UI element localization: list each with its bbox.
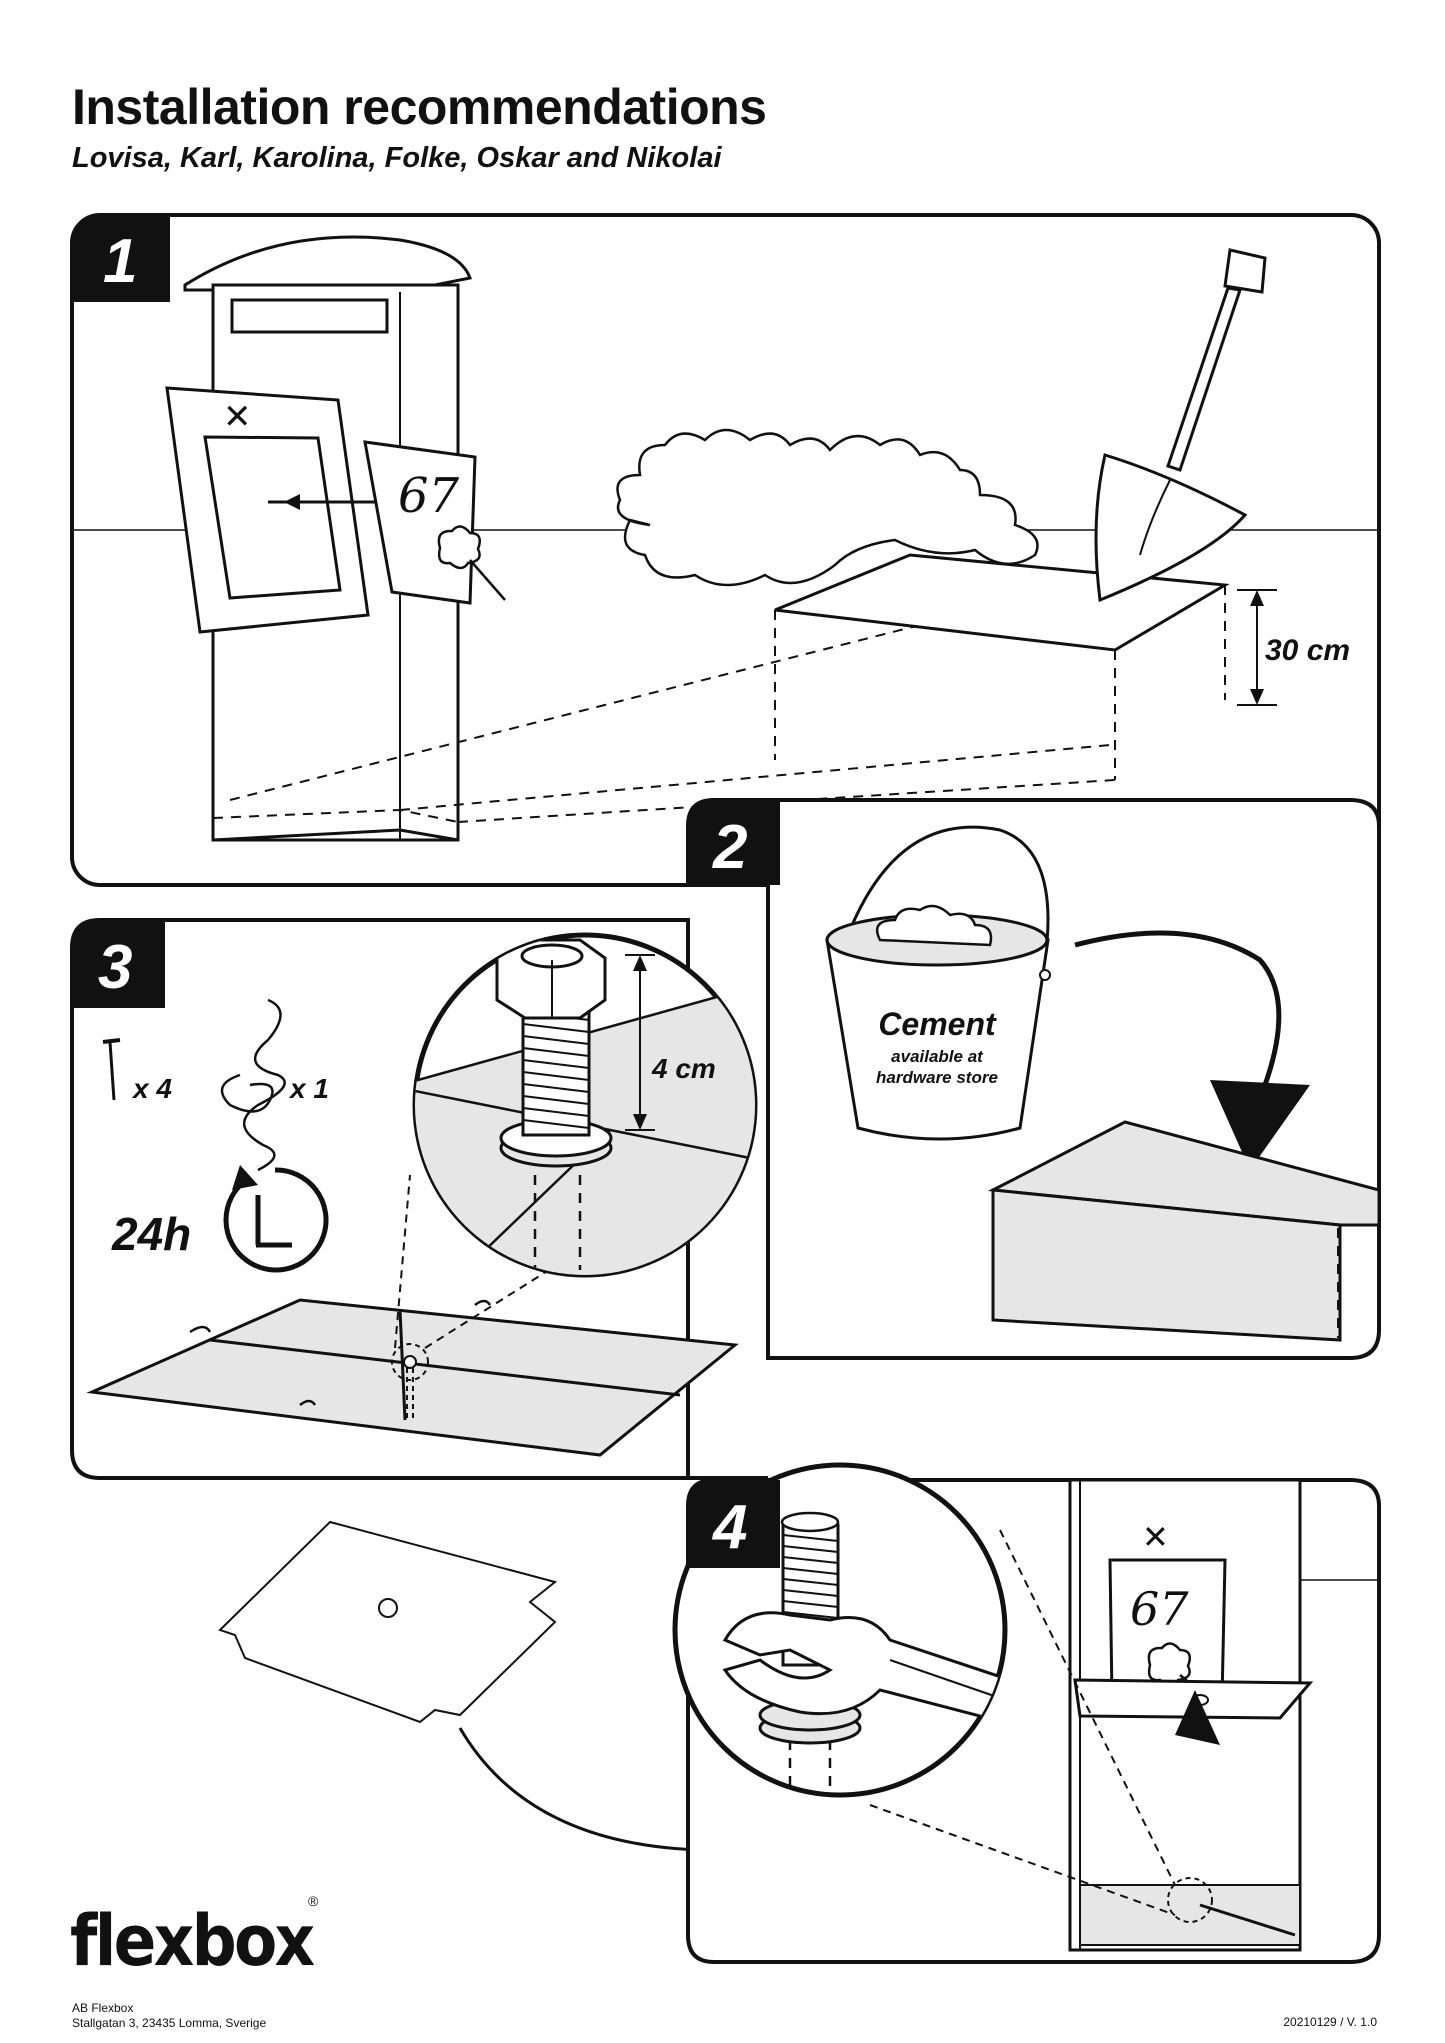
wire-count: x 1 bbox=[288, 1073, 329, 1104]
step-2-badge bbox=[688, 800, 780, 885]
wire-icon bbox=[242, 998, 286, 1172]
depth-label: 30 cm bbox=[1265, 634, 1350, 667]
step-2-number: 2 bbox=[712, 813, 747, 882]
depth-dimension: 30 cm bbox=[1237, 589, 1350, 706]
company-name: AB Flexbox bbox=[72, 2001, 134, 2015]
bolt-detail-circle: 4 cm bbox=[412, 932, 758, 1278]
registered-mark: ® bbox=[308, 1893, 319, 1909]
bolt-height-label: 4 cm bbox=[651, 1053, 716, 1084]
panel-step-4: ✕ 67 bbox=[672, 1462, 1381, 1964]
step-1-badge bbox=[72, 215, 170, 302]
step-1-number: 1 bbox=[103, 227, 137, 296]
flexbox-logo: flexbox bbox=[70, 1900, 315, 1982]
mailbox-number-label-step4: 67 bbox=[1130, 1582, 1189, 1636]
cement-line2: hardware store bbox=[876, 1068, 998, 1087]
step-4-badge bbox=[688, 1480, 780, 1568]
clock-icon bbox=[223, 1165, 329, 1273]
document-version: 20210129 / V. 1.0 bbox=[1283, 2015, 1377, 2029]
cement-title: Cement bbox=[878, 1006, 997, 1042]
panel-step-2: Cement available at hardware store 2 bbox=[686, 798, 1381, 1360]
panel-step-3: x 4 x 1 24h bbox=[70, 918, 768, 1480]
company-address: Stallgatan 3, 23435 Lomma, Sverige bbox=[72, 2016, 267, 2030]
cement-line1: available at bbox=[891, 1047, 984, 1066]
nail-icon bbox=[102, 1038, 121, 1101]
cement-bucket-drawing: Cement available at hardware store bbox=[825, 825, 1051, 1141]
wrench-detail-circle bbox=[672, 1462, 1008, 1798]
step-3-badge bbox=[72, 920, 165, 1008]
mailbox-number-label: 67 bbox=[398, 468, 460, 524]
shovel-drawing bbox=[1094, 248, 1267, 603]
base-plate-drawing bbox=[86, 1298, 739, 1457]
page-title: Installation recommendations bbox=[72, 79, 767, 135]
mailbox-drawing: ✕ 67 bbox=[165, 235, 506, 842]
insert-arrow-icon bbox=[1175, 1690, 1220, 1745]
step-3-number: 3 bbox=[98, 933, 132, 1002]
company-address-block: AB Flexbox Stallgatan 3, 23435 Lomma, Sv… bbox=[72, 2001, 266, 2031]
nails-count: x 4 bbox=[131, 1073, 172, 1104]
pour-arrow-icon bbox=[1210, 1080, 1310, 1170]
cure-time-label: 24h bbox=[111, 1208, 191, 1260]
cross-mark-icon: ✕ bbox=[1142, 1518, 1169, 1556]
step-4-number: 4 bbox=[711, 1493, 747, 1562]
flower-icon bbox=[437, 525, 481, 570]
cross-mark-icon: ✕ bbox=[223, 397, 252, 437]
panel-step-1: ✕ 67 bbox=[70, 213, 1381, 887]
page-subtitle: Lovisa, Karl, Karolina, Folke, Oskar and… bbox=[72, 142, 722, 174]
cement-block-drawing bbox=[987, 1120, 1381, 1342]
